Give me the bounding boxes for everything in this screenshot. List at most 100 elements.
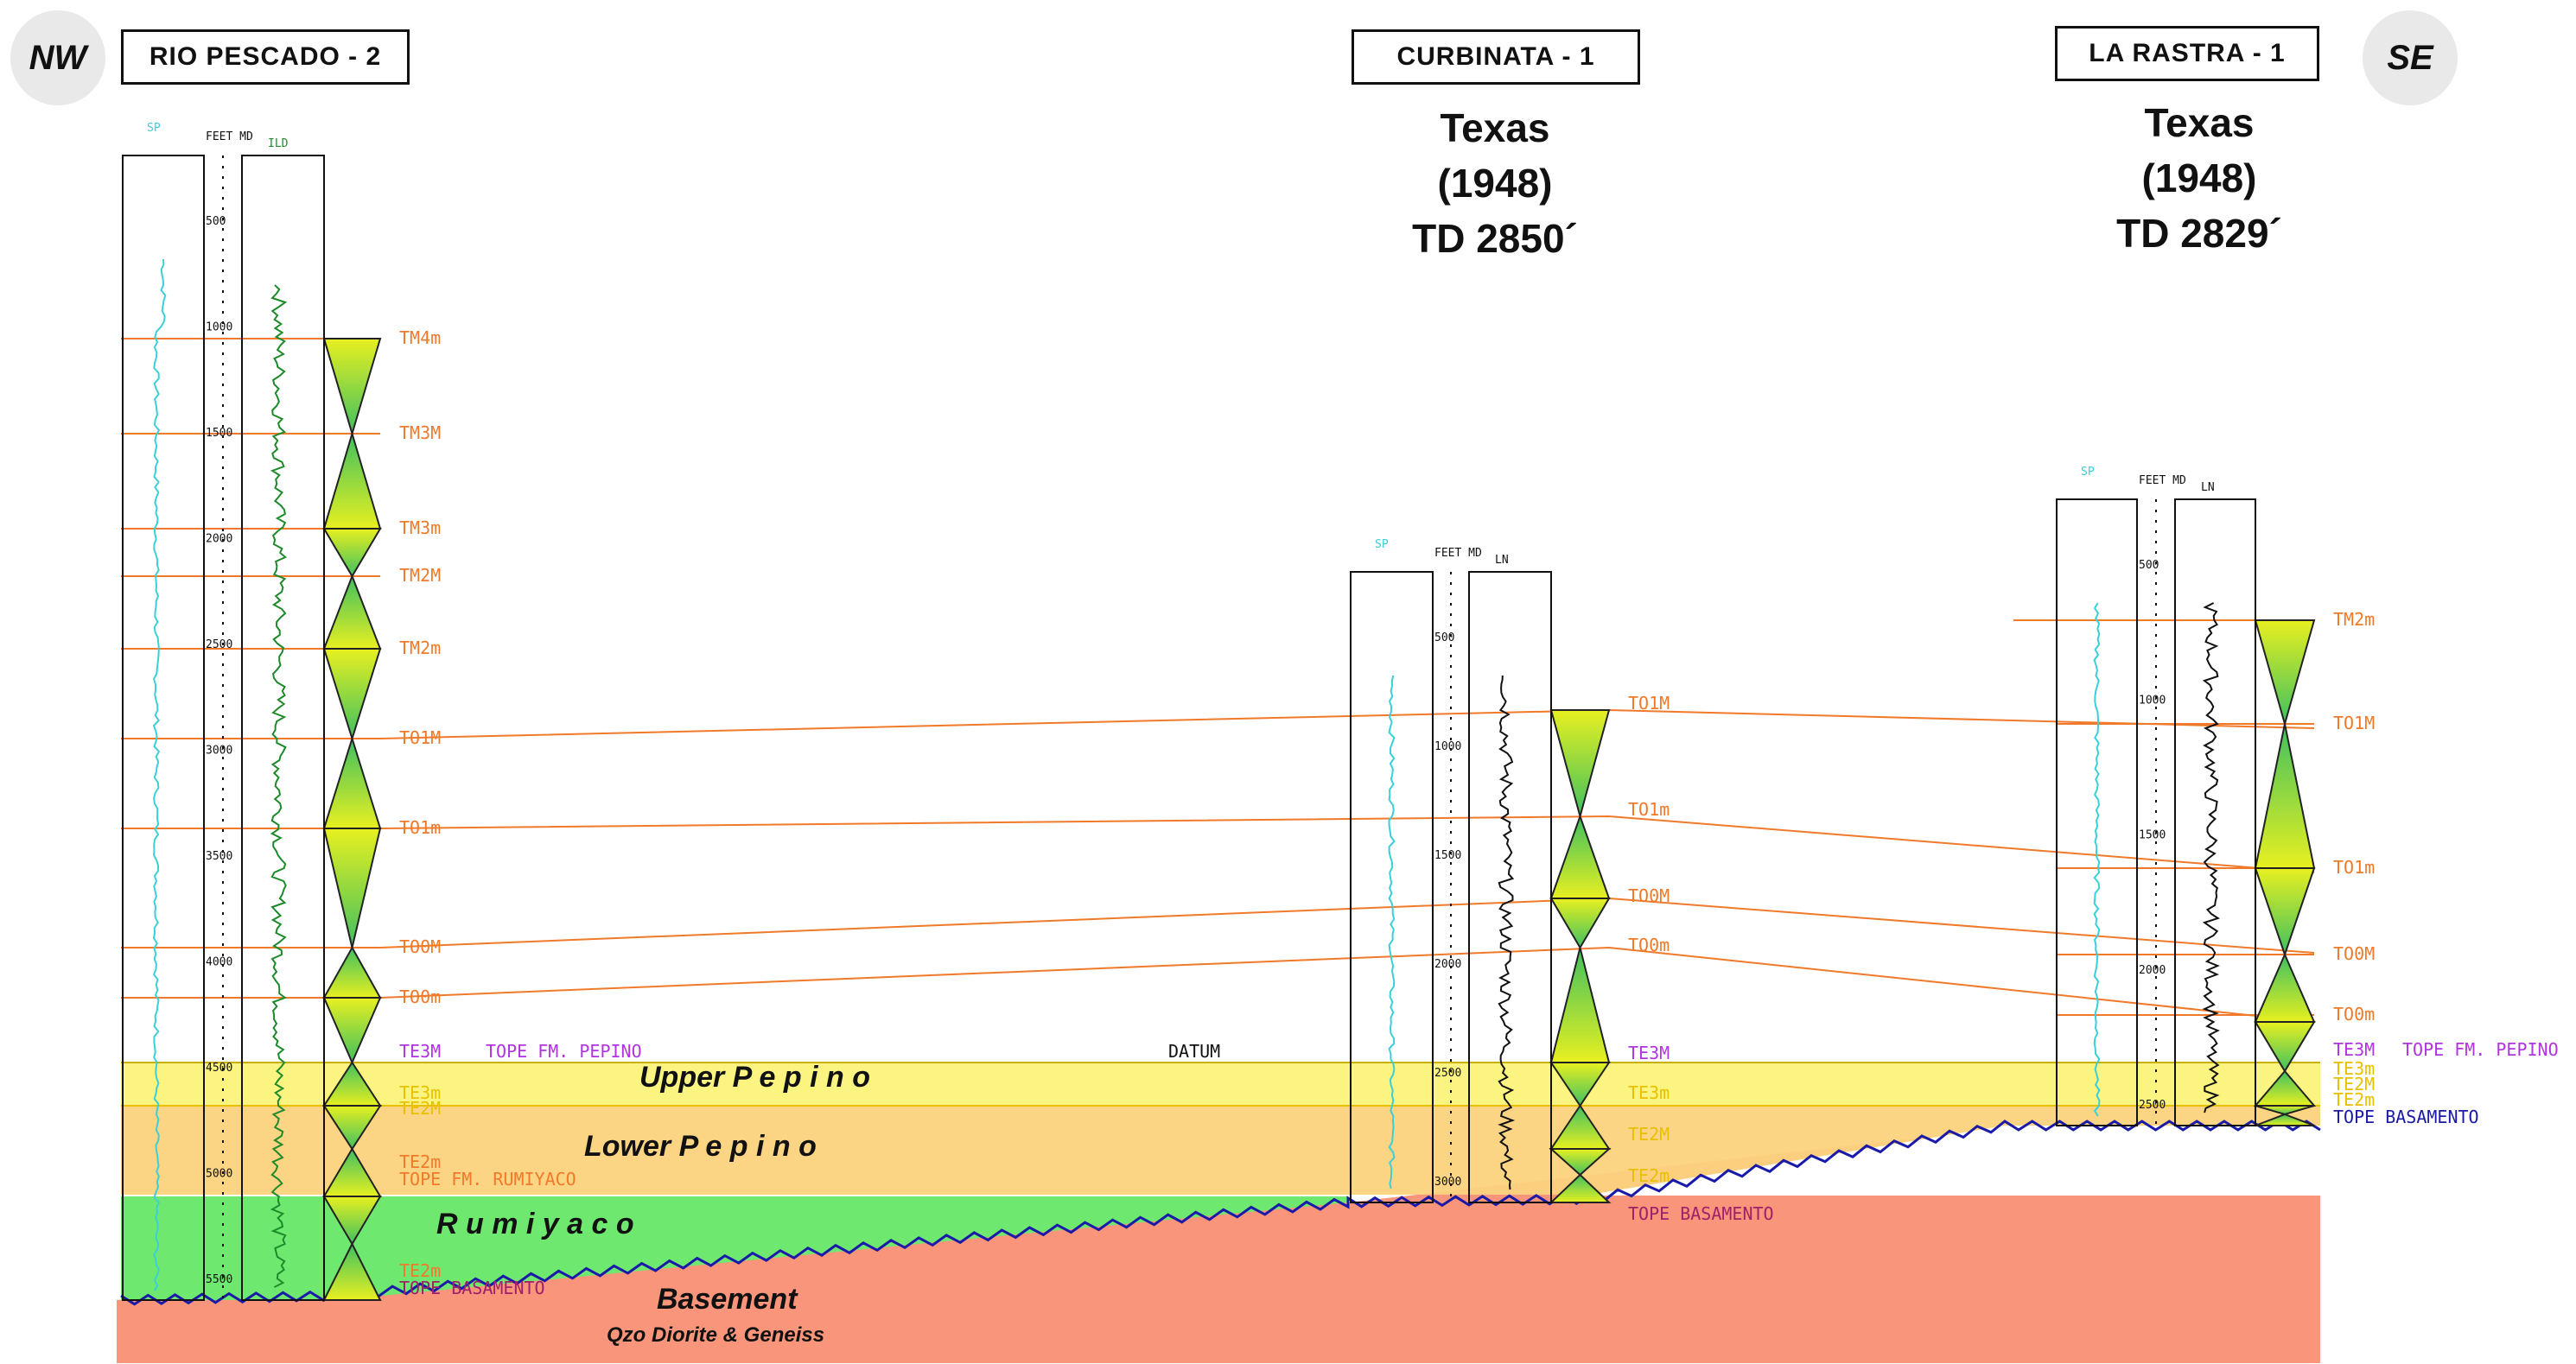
cycle-triangle <box>322 828 382 948</box>
resistivity-track <box>2174 498 2256 1126</box>
depth-label: 2000 <box>2139 964 2166 977</box>
compass-nw: NW <box>10 10 105 105</box>
marker-label-to0m: TO0m <box>399 987 441 1007</box>
cycle-triangle <box>1549 813 1611 899</box>
cycle-triangle <box>322 735 382 829</box>
year-label: (1948) <box>2141 155 2257 200</box>
sp-curve-label: SP <box>147 122 161 135</box>
cycle-triangle <box>1549 898 1611 949</box>
cycle-triangle <box>2254 619 2316 727</box>
marker-label-tm3m: TM3M <box>399 422 441 443</box>
depth-label: 1000 <box>206 321 232 334</box>
rumiyaco-zone <box>121 1196 1348 1300</box>
formation-top-basamento: TOPE BASAMENTO <box>2333 1107 2479 1127</box>
depth-label: 1500 <box>2139 829 2166 842</box>
formation-top-pepino: TOPE FM. PEPINO <box>2402 1039 2559 1060</box>
cycle-triangle <box>1549 1173 1612 1203</box>
marker-label-to1m: TO1m <box>1628 799 1670 820</box>
depth-label: 2500 <box>2139 1099 2166 1112</box>
compass-se: SE <box>2363 10 2458 105</box>
depth-label: 500 <box>206 215 226 228</box>
depth-label: 3000 <box>206 745 232 758</box>
marker-label-tm3m: TM3m <box>399 517 441 538</box>
correlation-line-to0m <box>379 946 2315 1023</box>
resistivity-curve-label: ILD <box>268 137 289 150</box>
depth-unit-label: FEET MD <box>206 130 253 143</box>
formation-top-rumiyaco: TOPE FM. RUMIYACO <box>399 1169 576 1190</box>
cycle-triangle <box>1549 947 1611 1063</box>
depth-label: 2500 <box>206 638 232 651</box>
well-name-la-rastra: LA RASTRA - 1 <box>2055 26 2319 81</box>
sp-curve-label: SP <box>2081 466 2095 479</box>
correlation-line-to1m <box>379 815 2315 873</box>
correlation-lines <box>121 338 2317 1301</box>
depth-label: 2000 <box>206 533 232 546</box>
depth-label: 1000 <box>2139 694 2166 707</box>
sp-curve <box>2093 602 2101 1117</box>
depth-label: 1500 <box>1434 849 1461 862</box>
marker-label-te2m: TE2M <box>2333 1074 2375 1094</box>
marker-label-te3m: TE3M <box>2333 1039 2375 1060</box>
datum-label: DATUM <box>1168 1041 1220 1062</box>
td-label: TD 2850´ <box>1412 216 1578 261</box>
cycle-triangle <box>322 648 382 742</box>
marker-label-to0m: TO0M <box>399 936 441 957</box>
depth-label: 4500 <box>206 1062 232 1075</box>
well-info-curbinata: Texas (1948) TD 2850´ <box>1344 100 1646 266</box>
depth-unit-label: FEET MD <box>2139 474 2186 487</box>
formation-top-basamento: TOPE BASAMENTO <box>399 1278 545 1298</box>
zone-label-lower-pepino: Lower P e p i n o <box>584 1130 817 1163</box>
sp-curve <box>152 258 167 1291</box>
well-info-la-rastra: Texas (1948) TD 2829´ <box>2048 95 2350 261</box>
marker-label-te3m: TE3m <box>399 1082 441 1103</box>
marker-label-to1m: TO1M <box>1628 693 1670 714</box>
contractor-label: Texas <box>2144 100 2255 145</box>
marker-label-to0m: TO0m <box>2333 1004 2375 1025</box>
sp-curve <box>1388 675 1396 1190</box>
upper-pepino-zone <box>121 1063 2320 1106</box>
marker-label-te2m: TE2M <box>399 1098 441 1119</box>
resistivity-track <box>1468 571 1552 1203</box>
marker-label-to1m: TO1m <box>399 817 441 838</box>
formation-top-pepino: TOPE FM. PEPINO <box>486 1041 642 1062</box>
resistivity-curve <box>2202 602 2221 1113</box>
correlation-line-to0m <box>379 897 2315 954</box>
marker-label-te2m: TE2m <box>399 1151 441 1172</box>
zone-label-basement: Basement <box>657 1283 798 1316</box>
depth-label: 2000 <box>1434 958 1461 971</box>
td-label: TD 2829´ <box>2116 211 2282 256</box>
marker-label-te3m: TE3m <box>1628 1082 1670 1103</box>
cycle-triangle <box>2254 1021 2316 1073</box>
depth-unit-label: FEET MD <box>1434 547 1482 560</box>
resistivity-curve <box>270 284 288 1288</box>
cycle-triangle <box>2255 1105 2315 1116</box>
depth-label: 5000 <box>206 1168 232 1181</box>
cycle-triangle <box>322 997 382 1065</box>
depth-label: 500 <box>2139 559 2159 572</box>
depth-label: 1000 <box>1434 740 1461 753</box>
year-label: (1948) <box>1437 161 1553 206</box>
well-name-rio-pescado: RIO PESCADO - 2 <box>121 29 410 85</box>
marker-label-to0m: TO0M <box>2333 943 2375 964</box>
cycle-triangle <box>1549 709 1611 820</box>
sp-curve-label: SP <box>1375 538 1389 551</box>
cycle-triangle <box>2254 867 2316 958</box>
resistivity-curve-label: LN <box>1495 554 1509 567</box>
zone-label-upper-pepino: Upper P e p i n o <box>639 1061 870 1094</box>
sp-track <box>122 155 205 1301</box>
resistivity-track <box>241 155 325 1301</box>
cycle-triangle <box>322 1105 382 1151</box>
blank-wedge <box>1590 1126 2320 1196</box>
marker-label-to1m: TO1M <box>399 727 441 748</box>
marker-label-to0m: TO0m <box>1628 935 1670 955</box>
cycle-triangle <box>1549 1062 1611 1107</box>
cycle-triangle <box>2255 1113 2315 1126</box>
sp-track <box>1350 571 1434 1203</box>
marker-label-te3m: TE3M <box>1628 1043 1670 1063</box>
basement-unconformity <box>120 1120 2321 1306</box>
